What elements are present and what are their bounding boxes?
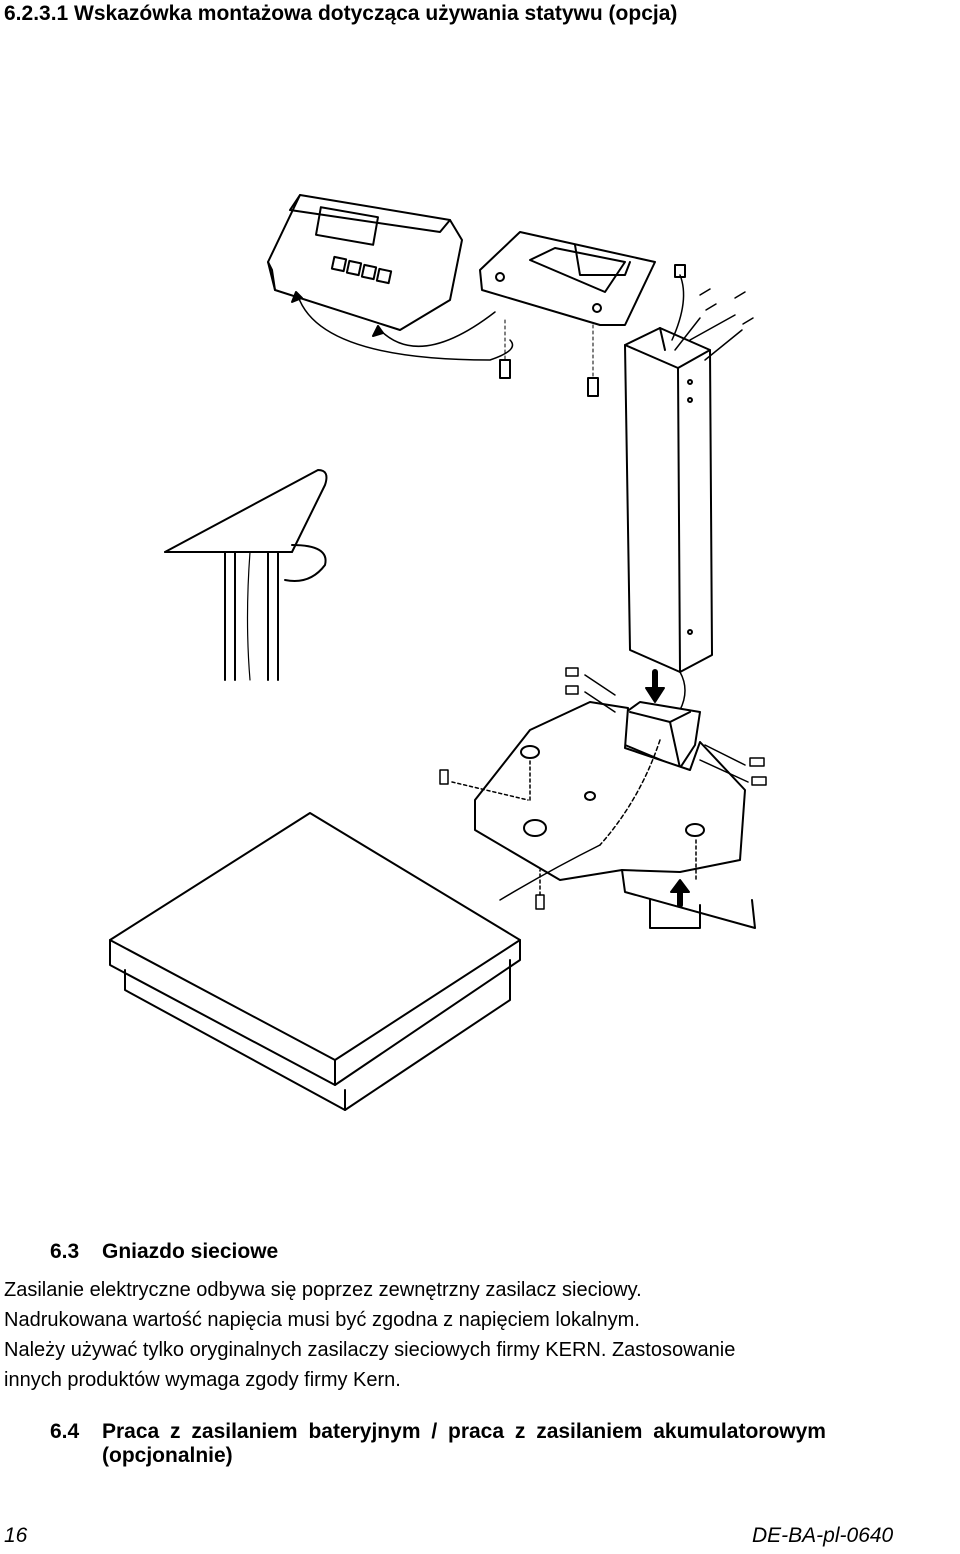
column-socket-drawing bbox=[621, 701, 701, 769]
section-64-title-line2: (opcjonalnie) bbox=[102, 1444, 233, 1467]
paragraph-line: Należy używać tylko oryginalnych zasilac… bbox=[4, 1339, 736, 1361]
base-plate-drawing bbox=[474, 701, 756, 929]
section-63-paragraph: Zasilanie elektryczne odbywa się poprzez… bbox=[4, 1275, 956, 1395]
stand-assembly-illustration bbox=[109, 194, 767, 1111]
section-63-heading: 6.3 Gniazdo sieciowe bbox=[50, 1240, 278, 1264]
section-64-heading: 6.4 Praca z zasilaniem bateryjnym / praca… bbox=[50, 1420, 826, 1468]
mounting-plate-drawing bbox=[479, 231, 656, 326]
section-64-title-line1: Praca z zasilaniem bateryjnym / praca z … bbox=[102, 1420, 826, 1443]
section-63-title: Gniazdo sieciowe bbox=[102, 1240, 279, 1263]
page-number: 16 bbox=[4, 1524, 28, 1547]
section-heading: 6.2.3.1 Wskazówka montażowa dotycząca uż… bbox=[4, 2, 678, 25]
paragraph-line: Zasilanie elektryczne odbywa się poprzez… bbox=[4, 1279, 642, 1301]
display-section-drawing bbox=[164, 469, 328, 681]
section-64-number: 6.4 bbox=[50, 1420, 80, 1443]
document-code: DE-BA-pl-0640 bbox=[752, 1524, 894, 1547]
column-drawing bbox=[624, 264, 713, 711]
display-unit-drawing bbox=[267, 194, 463, 331]
section-63-number: 6.3 bbox=[50, 1240, 80, 1263]
weighing-plate-drawing bbox=[109, 812, 521, 1111]
paragraph-line: innych produktów wymaga zgody firmy Kern… bbox=[4, 1369, 401, 1391]
paragraph-line: Nadrukowana wartość napięcia musi być zg… bbox=[4, 1309, 640, 1331]
